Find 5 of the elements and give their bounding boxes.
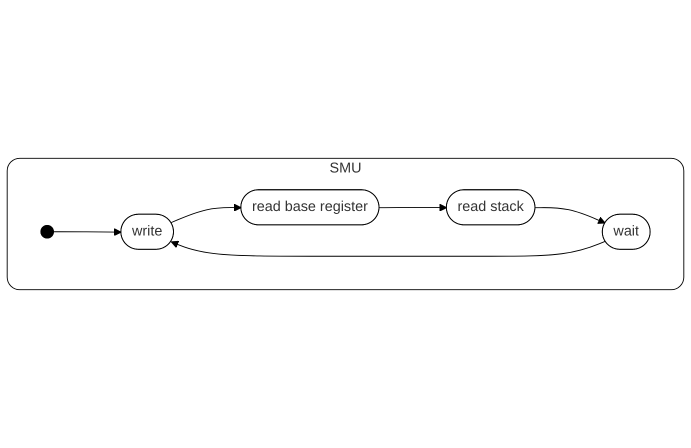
arrow: [534, 207, 606, 224]
arrow: [170, 240, 606, 257]
arrow: [53, 228, 122, 236]
arrow: [170, 204, 242, 224]
arrow: [378, 204, 448, 212]
